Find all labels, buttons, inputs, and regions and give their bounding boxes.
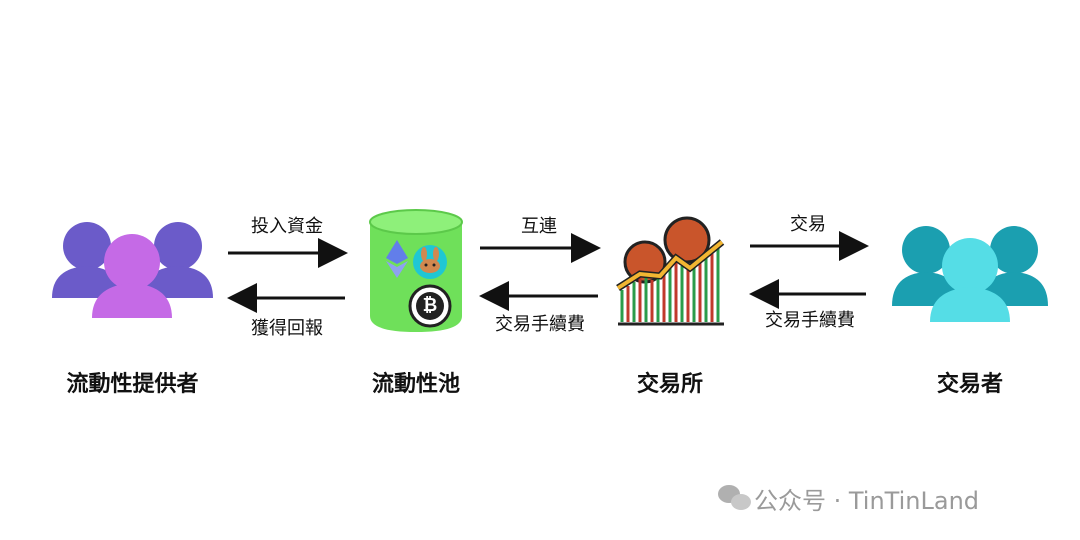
bitcoin-symbol: ₿ [422,295,438,316]
ethereum-icon [386,240,408,278]
exchange-chart-icon [616,216,725,326]
trader-icon [892,226,1048,322]
liquidity-provider-icon [52,222,213,318]
pancakeswap-icon [413,245,447,279]
arrow-label-trade: 交易 [790,214,826,235]
node-label-trader: 交易者 [936,372,1003,397]
node-label-exchange: 交易所 [636,372,703,397]
arrow-label-trading-fee-pool: 交易手續費 [495,314,585,335]
watermark: 公众号 · TinTinLand [716,482,980,515]
arrow-label-interconnect: 互連 [521,216,557,237]
bitcoin-icon [408,284,452,328]
watermark-text: 公众号 · TinTinLand [754,486,980,515]
arrow-label-trading-fee-trader: 交易手續費 [765,310,855,331]
node-label-liquidity-pool: 流動性池 [371,372,460,397]
arrow-label-invest-funds: 投入資金 [251,216,323,237]
wechat-icon [718,485,751,510]
liquidity-pool-icon [369,209,463,332]
node-label-liquidity-provider: 流動性提供者 [66,372,199,397]
arrow-label-get-returns: 獲得回報 [251,318,323,339]
